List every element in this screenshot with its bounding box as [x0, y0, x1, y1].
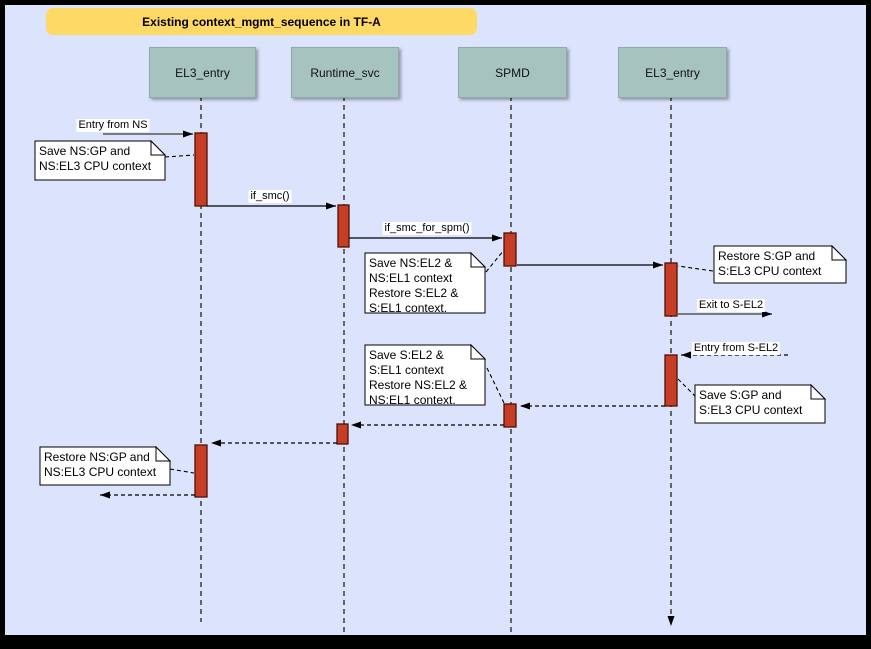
message-label-entry-from-s-el2: Entry from S-EL2 — [691, 342, 781, 355]
diagram-title: Existing context_mgmt_sequence in TF-A — [46, 8, 477, 35]
note-save-s-gp: Save S:GP and S:EL3 CPU context — [699, 388, 803, 417]
message-label-if-smc-for-spm: if_smc_for_spm() — [382, 222, 472, 235]
note-save-ns-el2: Save NS:EL2 & NS:EL1 context Restore S:E… — [369, 256, 459, 315]
note-restore-ns-gp: Restore NS:GP and NS:EL3 CPU context — [44, 450, 157, 479]
note-save-s-el2: Save S:EL2 & S:EL1 context Restore NS:EL… — [369, 348, 468, 407]
diagram-canvas — [5, 5, 866, 635]
message-label-if-smc: if_smc() — [248, 190, 292, 203]
note-restore-s-gp: Restore S:GP and S:EL3 CPU context — [718, 249, 822, 278]
message-label-entry-from-ns: Entry from NS — [76, 119, 150, 132]
lifeline-header-spmd: SPMD — [458, 47, 567, 98]
message-label-exit-to-s-el2: Exit to S-EL2 — [696, 299, 766, 312]
lifeline-header-runtime-svc: Runtime_svc — [291, 47, 399, 98]
lifeline-header-el3-entry: EL3_entry — [149, 47, 256, 98]
lifeline-header-el3-entry-2: EL3_entry — [618, 47, 727, 98]
note-save-ns-gp: Save NS:GP and NS:EL3 CPU context — [39, 144, 152, 173]
